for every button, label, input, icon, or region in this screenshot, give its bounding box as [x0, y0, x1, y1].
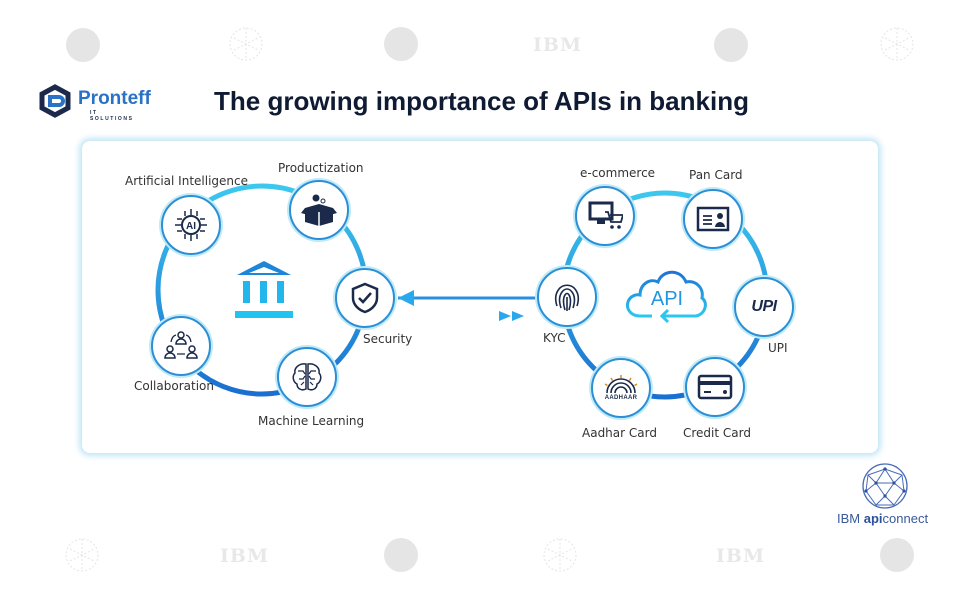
node-kyc[interactable] — [537, 267, 597, 327]
cloud-api-icon: API — [626, 270, 707, 324]
brand-suffix: connect — [882, 511, 929, 526]
id-card-icon — [696, 206, 730, 232]
brand-prefix: IBM — [837, 511, 864, 526]
watermark-ibm: IBM — [220, 545, 269, 567]
label-pan-card: Pan Card — [689, 168, 743, 182]
node-aadhar-card[interactable]: AADHAAR — [591, 358, 651, 418]
label-aadhar-card: Aadhar Card — [582, 426, 657, 440]
watermark-network-icon — [384, 27, 418, 61]
shopping-cart-monitor-icon — [588, 201, 623, 229]
label-productization: Productization — [278, 161, 364, 175]
node-productization[interactable] — [289, 180, 349, 240]
ai-chip-icon: AI — [175, 209, 207, 241]
watermark-a-logo-icon — [66, 28, 100, 62]
node-machine-learning[interactable] — [277, 347, 337, 407]
connector-arrowhead-icon — [398, 290, 414, 306]
fast-forward-icon — [499, 311, 511, 321]
brand-strong: api — [863, 511, 883, 526]
brain-icon — [292, 363, 322, 391]
brand-name: Pronteff — [78, 88, 151, 109]
watermark-globe-icon — [65, 538, 99, 572]
team-cycle-icon — [164, 331, 198, 359]
product-box-icon — [301, 194, 337, 226]
label-artificial-intelligence: Artificial Intelligence — [125, 174, 248, 188]
svg-text:AI: AI — [186, 221, 196, 232]
ibm-apiconnect-globe-icon — [862, 463, 908, 509]
label-e-commerce: e-commerce — [580, 166, 656, 180]
watermark-a-logo-icon — [714, 28, 748, 62]
node-e-commerce[interactable] — [575, 186, 635, 246]
aadhaar-logo-text: AADHAAR — [604, 395, 638, 401]
aadhaar-logo-icon — [604, 375, 638, 394]
pronteff-logo-icon — [39, 84, 71, 118]
api-center-text: API — [651, 288, 683, 310]
node-collaboration[interactable] — [151, 316, 211, 376]
node-artificial-intelligence[interactable]: AI — [161, 195, 221, 255]
ibm-apiconnect-brand: IBM apiconnect — [837, 511, 928, 526]
node-security[interactable] — [335, 268, 395, 328]
node-pan-card[interactable] — [683, 189, 743, 249]
fast-forward-icon — [512, 311, 524, 321]
watermark-globe-icon — [880, 27, 914, 61]
brand-tagline: IT SOLUTIONS — [90, 110, 134, 122]
label-collaboration: Collaboration — [134, 379, 214, 393]
watermark-ibm: IBM — [533, 34, 582, 56]
page-title: The growing importance of APIs in bankin… — [214, 86, 749, 116]
watermark-a-logo-icon — [384, 538, 418, 572]
node-upi[interactable]: UPI — [734, 277, 794, 337]
watermark-ibm: IBM — [716, 545, 765, 567]
label-security: Security — [363, 332, 413, 346]
fingerprint-icon — [554, 284, 580, 311]
bank-icon — [235, 261, 293, 318]
shield-check-icon — [351, 282, 379, 314]
watermark-globe-icon — [229, 27, 263, 61]
credit-card-icon — [697, 374, 733, 400]
label-machine-learning: Machine Learning — [258, 414, 365, 428]
label-kyc: KYC — [543, 331, 566, 345]
label-upi: UPI — [768, 341, 788, 355]
label-credit-card: Credit Card — [683, 426, 751, 440]
node-credit-card[interactable] — [685, 357, 745, 417]
watermark-globe-icon — [543, 538, 577, 572]
upi-logo-icon: UPI — [751, 298, 777, 315]
watermark-network-icon — [880, 538, 914, 572]
